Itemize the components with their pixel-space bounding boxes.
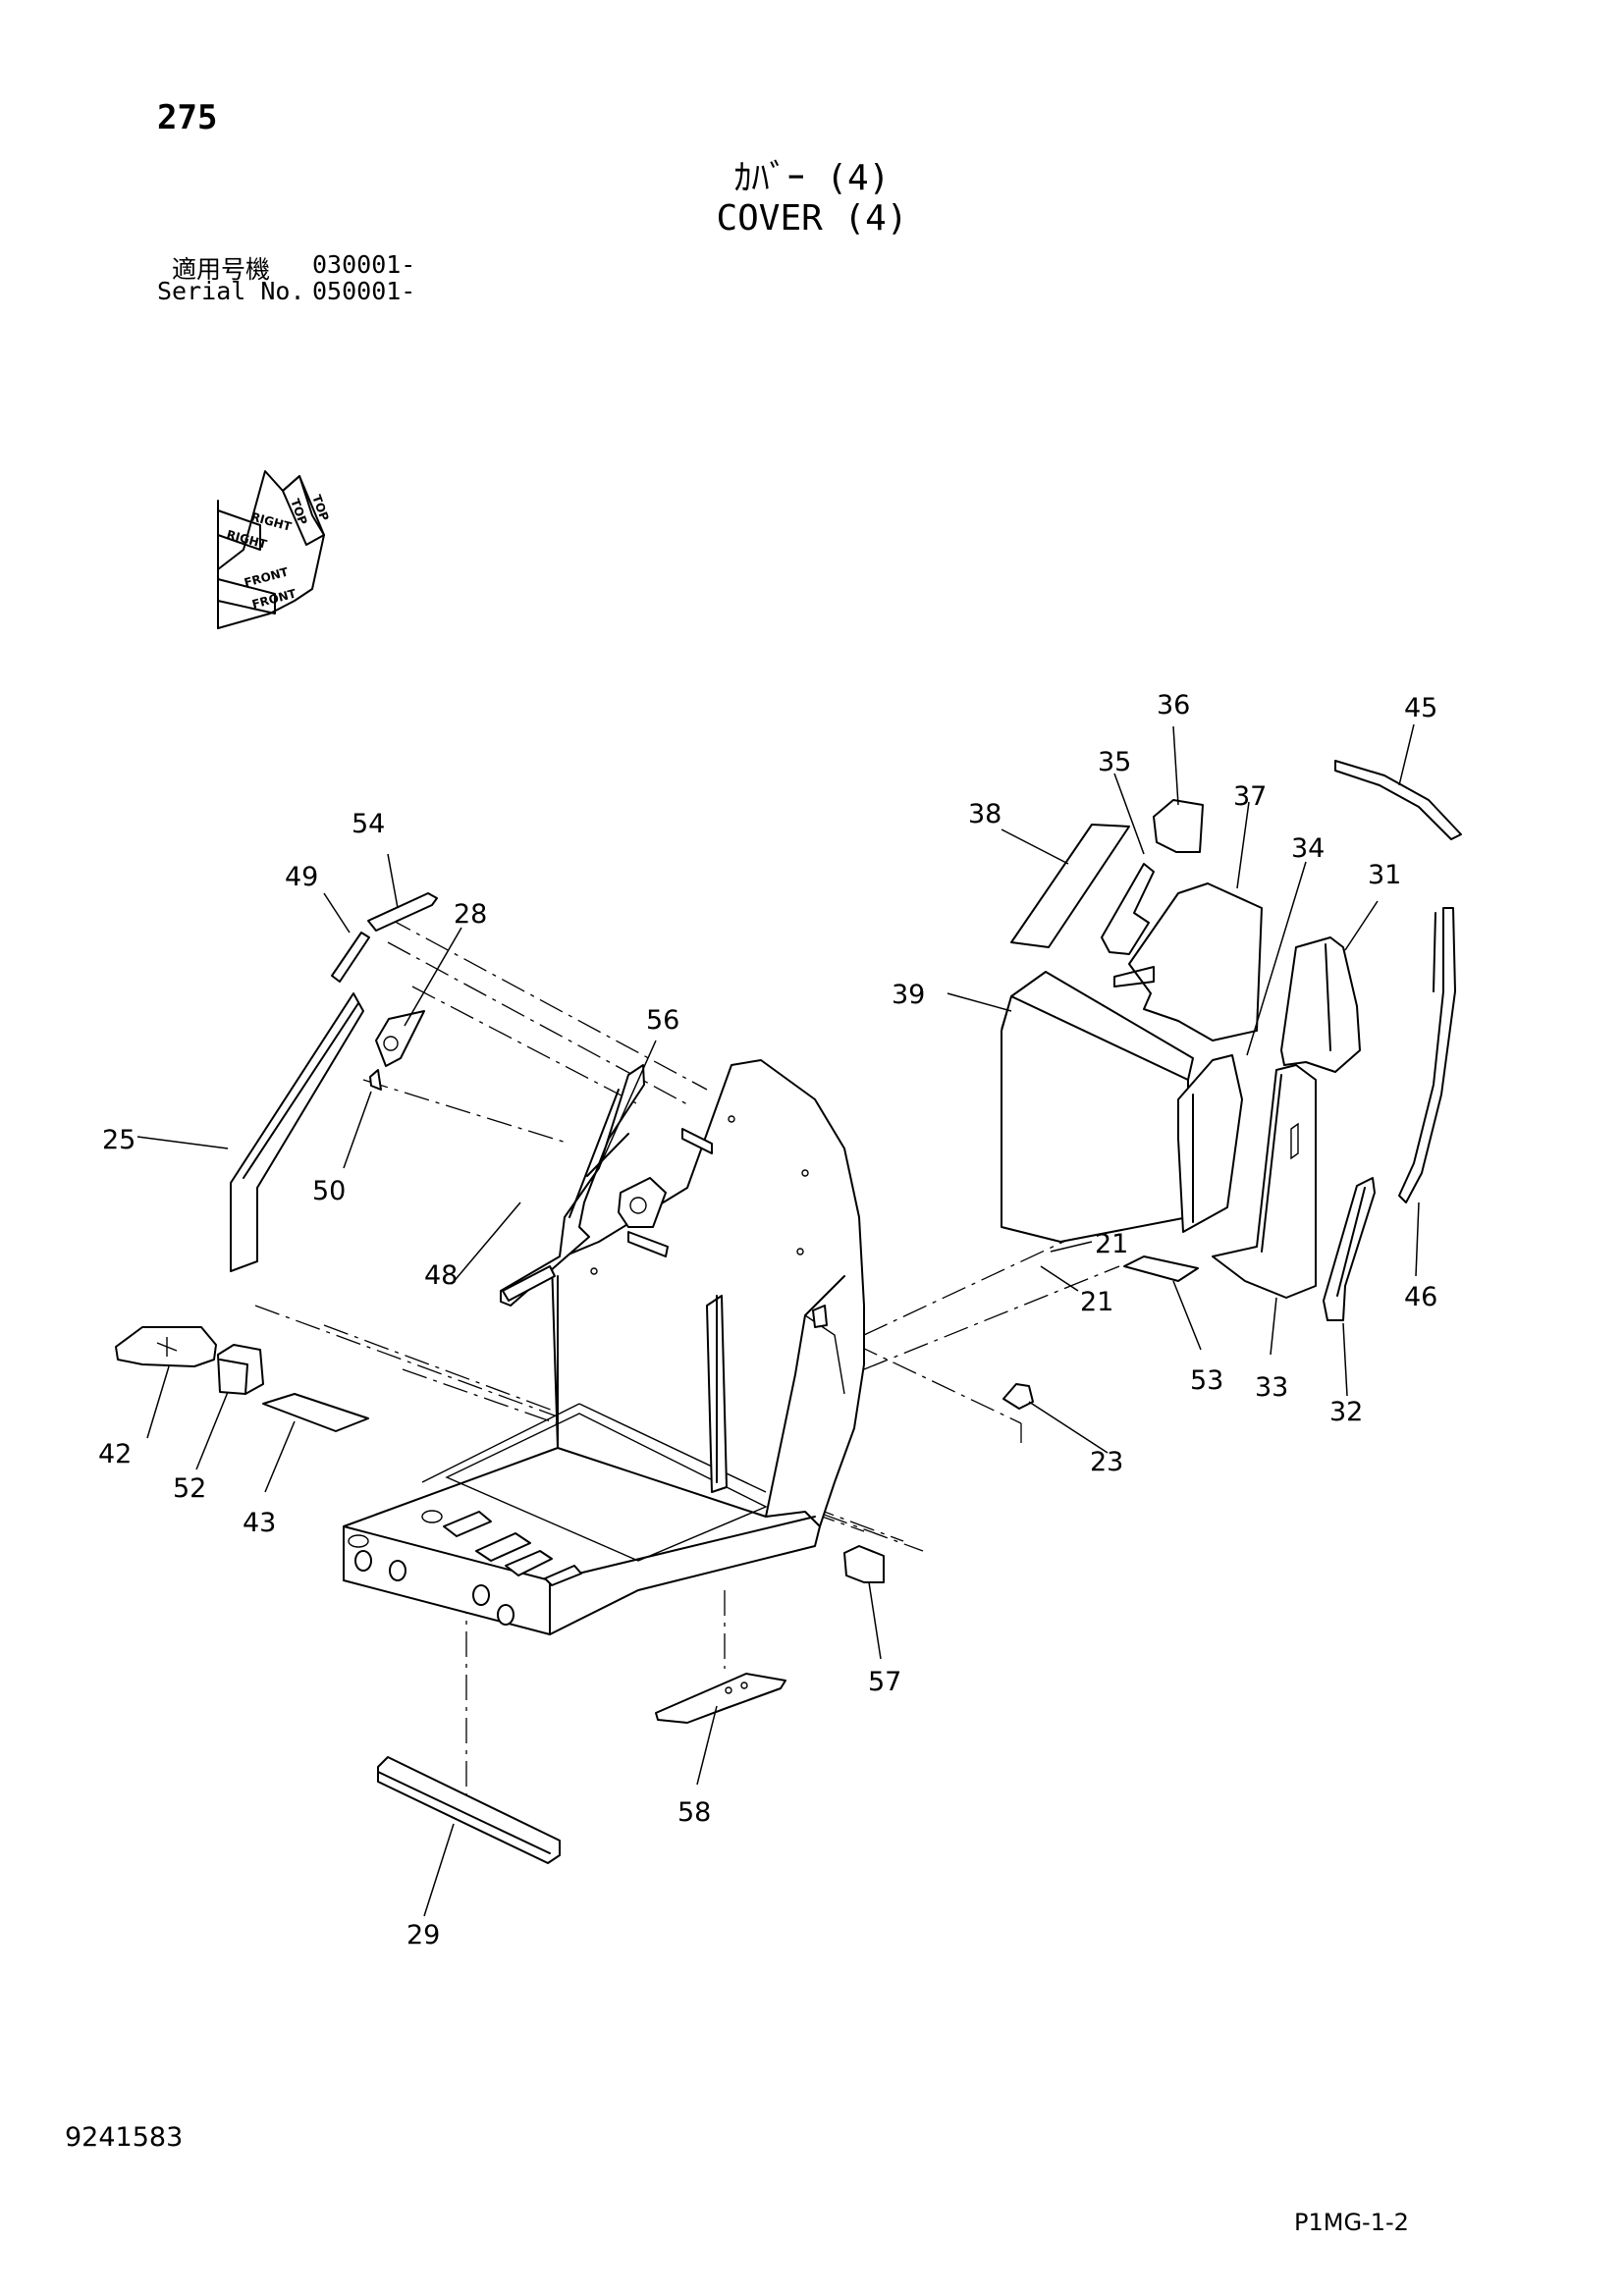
callout-42: 42 <box>98 1439 132 1469</box>
part-36 <box>1153 799 1204 853</box>
part-53 <box>1123 1255 1199 1282</box>
part-23 <box>1002 1383 1034 1410</box>
callout-37: 37 <box>1233 781 1267 812</box>
reference-code: P1MG-1-2 <box>1294 2209 1409 2236</box>
leader-lines <box>136 723 1420 1917</box>
callout-52: 52 <box>173 1473 206 1504</box>
part-38 <box>1010 824 1130 948</box>
part-54 <box>367 892 438 932</box>
callout-32: 32 <box>1329 1397 1363 1427</box>
part-48 <box>502 1265 556 1302</box>
part-25 <box>230 992 364 1272</box>
orientation-indicator: TOP TOP RIGHT RIGHT FRONT FRONT <box>217 470 332 629</box>
part-29 <box>377 1756 561 1864</box>
callout-31: 31 <box>1368 860 1401 890</box>
callout-48: 48 <box>424 1260 458 1291</box>
callout-50: 50 <box>312 1176 346 1206</box>
part-56 <box>500 1064 645 1307</box>
callout-33: 33 <box>1255 1372 1288 1403</box>
part-46 <box>1398 907 1456 1203</box>
part-34 <box>1177 1054 1243 1233</box>
title-japanese: ｶﾊﾞｰ (4) <box>733 158 891 198</box>
callout-49: 49 <box>285 862 318 892</box>
callout-28: 28 <box>454 899 487 930</box>
document-number: 9241583 <box>65 2122 184 2153</box>
part-58 <box>655 1673 786 1724</box>
cab-frame <box>343 1059 865 1635</box>
part-28 <box>375 1010 425 1067</box>
callout-54: 54 <box>352 809 385 839</box>
callout-25: 25 <box>102 1125 135 1155</box>
serial-jp-value: 030001- <box>312 250 416 279</box>
callout-56: 56 <box>646 1005 679 1036</box>
callout-38: 38 <box>968 799 1001 829</box>
part-52 <box>217 1344 264 1395</box>
part-37 <box>1128 882 1263 1041</box>
callout-35: 35 <box>1098 747 1131 777</box>
callout-labels: 21 21 23 25 28 29 31 32 33 34 35 36 37 3… <box>98 690 1437 1950</box>
part-49 <box>331 932 370 983</box>
callout-39: 39 <box>892 980 925 1010</box>
callout-21-lower: 21 <box>1080 1287 1113 1317</box>
callout-58: 58 <box>677 1797 711 1828</box>
callout-43: 43 <box>243 1508 276 1538</box>
part-31 <box>1280 936 1361 1073</box>
callout-57: 57 <box>868 1667 901 1697</box>
callout-36: 36 <box>1157 690 1190 721</box>
part-33 <box>1212 1064 1317 1299</box>
page-number: 275 <box>157 98 218 137</box>
callout-53: 53 <box>1190 1365 1223 1396</box>
part-45 <box>1334 760 1462 840</box>
part-50 <box>369 1069 382 1091</box>
bracket-56 <box>618 1177 667 1228</box>
title-english: COVER (4) <box>716 198 908 239</box>
serial-jp-label: 適用号機 <box>172 255 271 284</box>
part-43 <box>262 1393 369 1432</box>
serial-en-value: 050001- <box>312 277 416 305</box>
callout-34: 34 <box>1291 833 1325 864</box>
serial-en-label: Serial No. <box>157 277 305 305</box>
callout-45: 45 <box>1404 693 1437 723</box>
callout-23: 23 <box>1090 1447 1123 1477</box>
callout-46: 46 <box>1404 1282 1437 1312</box>
callout-29: 29 <box>406 1920 440 1950</box>
callout-21-upper: 21 <box>1095 1229 1128 1259</box>
part-35 <box>1101 863 1155 955</box>
part-57 <box>843 1545 885 1583</box>
